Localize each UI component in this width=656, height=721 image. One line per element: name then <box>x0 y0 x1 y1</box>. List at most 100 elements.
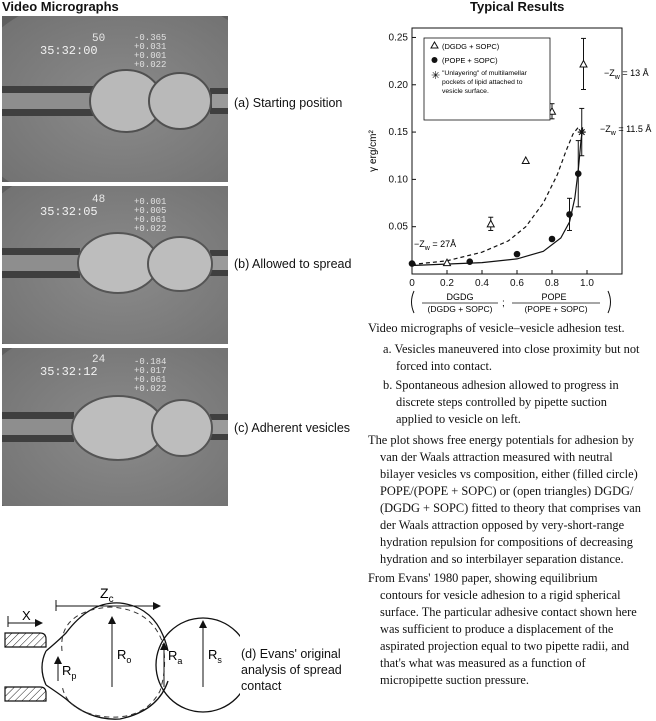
dgdg-triangle-point <box>442 258 452 267</box>
micrograph-b-readout-2: +0.005 <box>134 206 166 216</box>
xlabel-left-bracket <box>411 290 415 314</box>
schematic-caption: (d) Evans' original analysis of spread c… <box>241 646 342 694</box>
xlabel-denominator-2: (POPE + SOPC) <box>524 304 587 314</box>
micrograph-c-readout-2: +0.017 <box>134 366 166 376</box>
pope-circle-point <box>408 260 416 267</box>
fit-curve-dashed <box>411 126 579 266</box>
legend-asterisk-marker: ✳ <box>431 70 440 82</box>
micrograph-c-readout-3: +0.061 <box>134 375 166 385</box>
rs-label: Rs <box>208 647 222 665</box>
annotation-zw-27: −Zw = 27Å <box>414 239 456 252</box>
x-label: X <box>22 608 31 623</box>
x-tick-label: 0 <box>409 278 415 289</box>
micrograph-a: 50 35:32:00 -0.365 +0.031 +0.001 +0.022 <box>2 16 228 182</box>
caption-item-a-line-2: forced into contact. <box>396 359 492 373</box>
evans-description-line-3: surface. The particular adhesive contact… <box>380 605 637 619</box>
legend-asterisk-label-3: vesicle surface. <box>442 88 489 95</box>
caption-item-b: b. Spontaneous adhesion allowed to progr… <box>368 377 652 428</box>
micrograph-a-caption: (a) Starting position <box>234 96 343 110</box>
legend-asterisk-label-1: "Unlayering" of multilamellar <box>442 70 528 77</box>
micrograph-b-readout-3: +0.061 <box>134 215 166 225</box>
annotation-zw-13: −Zw = 13 Å <box>604 68 649 81</box>
micrograph-c-readout-4: +0.022 <box>134 384 166 394</box>
xlabel-numerator-2: POPE <box>541 292 566 302</box>
y-tick-label: 0.25 <box>389 32 409 43</box>
rp-label: Rp <box>62 663 76 681</box>
zc-label: Zc <box>100 585 114 605</box>
micrographs-heading: Video Micrographs <box>2 0 119 14</box>
plot-description-line-3: bilayer vesicles vs composition, either … <box>380 467 638 481</box>
micrograph-b-readout-4: +0.022 <box>134 224 166 234</box>
micrograph-c-caption: (c) Adherent vesicles <box>234 421 351 435</box>
plot-description-line-7: hydration repulsion for compositions of … <box>380 535 633 549</box>
results-heading: Typical Results <box>470 0 565 14</box>
micrograph-a-readout-1: -0.365 <box>134 33 166 43</box>
micrograph-c-frame: 24 <box>92 354 106 366</box>
micrograph-a-time: 35:32:00 <box>40 44 98 58</box>
y-tick-label: 0.20 <box>389 80 409 91</box>
micrograph-a-readout-4: +0.022 <box>134 60 166 70</box>
legend-triangle-label: (DGDG + SOPC) <box>442 42 500 51</box>
plot-description-line-2: van der Waals attraction measured with n… <box>380 450 613 464</box>
dgdg-triangle-point <box>486 219 496 228</box>
annotation-zw-11: −Zw = 11.5 Å <box>600 124 651 137</box>
caption-item-b-line-3: applied to vesicle on left. <box>396 412 521 426</box>
chart-y-axis-label: γ erg/cm² <box>368 129 379 171</box>
x-tick-label: 0.6 <box>510 278 524 289</box>
evans-description: From Evans' 1980 paper, showing equilibr… <box>368 570 652 689</box>
plot-description-line-8: hydration and so interbilayer separation… <box>380 552 624 566</box>
evans-description-line-4: was sufficient to produce a displacement… <box>380 622 614 636</box>
legend-circle-marker <box>431 57 438 63</box>
micrograph-b: 48 35:32:05 +0.001 +0.005 +0.061 +0.022 <box>2 186 228 344</box>
micrograph-a-frame: 50 <box>92 33 105 45</box>
xlabel-separator: ; <box>502 298 505 309</box>
caption-title: Video micrographs of vesicle–vesicle adh… <box>368 321 625 335</box>
micrograph-c: 24 35:32:12 -0.184 +0.017 +0.061 +0.022 <box>2 348 228 506</box>
evans-description-line-6: that's what was measured as a function o… <box>380 656 586 670</box>
evans-description-line-1: From Evans' 1980 paper, showing equilibr… <box>368 571 598 585</box>
xlabel-denominator-1: (DGDG + SOPC) <box>428 304 493 314</box>
x-tick-label: 0.8 <box>545 278 559 289</box>
ro-label: Ro <box>117 647 131 665</box>
caption-item-a-line-1: a. Vesicles maneuvered into close proxim… <box>383 342 640 356</box>
plot-description-line-1: The plot shows free energy potentials fo… <box>368 433 635 447</box>
micrograph-b-readout-1: +0.001 <box>134 197 166 207</box>
pope-circle-point <box>466 258 474 265</box>
legend-triangle-marker <box>430 41 439 49</box>
unlayering-asterisk-point <box>577 128 586 137</box>
x-tick-label: 1.0 <box>580 278 594 289</box>
micrograph-b-frame: 48 <box>92 194 105 206</box>
dgdg-triangle-point <box>521 155 531 164</box>
x-tick-label: 0.2 <box>440 278 454 289</box>
caption-item-b-line-1: b. Spontaneous adhesion allowed to progr… <box>383 378 619 392</box>
pope-circle-point <box>513 250 521 258</box>
schematic-caption-line-1: (d) Evans' original <box>241 647 341 661</box>
plot-description: The plot shows free energy potentials fo… <box>368 432 652 568</box>
micrograph-b-time: 35:32:05 <box>40 205 98 219</box>
caption-item-a: a. Vesicles maneuvered into close proxim… <box>368 341 652 375</box>
schematic-caption-line-2: analysis of spread <box>241 663 342 677</box>
micrograph-c-readout-1: -0.184 <box>134 357 166 367</box>
legend-asterisk-label-2: pockets of lipid attached to <box>442 79 523 86</box>
evans-description-line-7: micropipette suction pressure. <box>380 673 529 687</box>
pope-circle-point <box>548 235 556 243</box>
ra-label: Ra <box>168 648 182 666</box>
plot-description-line-5: (DGDG + SOPC) fitted to theory that comp… <box>380 501 641 515</box>
y-tick-label: 0.10 <box>389 174 409 185</box>
pope-circle-point <box>574 170 582 178</box>
caption-item-b-line-2: discrete steps controlled by pipette suc… <box>396 395 607 409</box>
chart-legend <box>423 37 551 121</box>
evans-description-line-2: contours for vesicle adhesion to a rigid… <box>380 588 621 602</box>
y-tick-label: 0.05 <box>389 222 409 233</box>
micrograph-a-readout-3: +0.001 <box>134 51 166 61</box>
x-tick-label: 0.4 <box>475 278 489 289</box>
dgdg-triangle-point <box>579 59 588 68</box>
plot-description-line-6: der Waals attraction opposed by very-sho… <box>380 518 625 532</box>
micrograph-a-readout-2: +0.031 <box>134 42 166 52</box>
xlabel-numerator-1: DGDG <box>447 292 474 302</box>
micrograph-c-time: 35:32:12 <box>40 365 98 379</box>
legend-circle-label: (POPE + SOPC) <box>442 56 498 65</box>
plot-description-line-4: POPE/(POPE + SOPC) or (open triangles) D… <box>380 484 634 498</box>
schematic-caption-line-3: contact <box>241 679 282 693</box>
